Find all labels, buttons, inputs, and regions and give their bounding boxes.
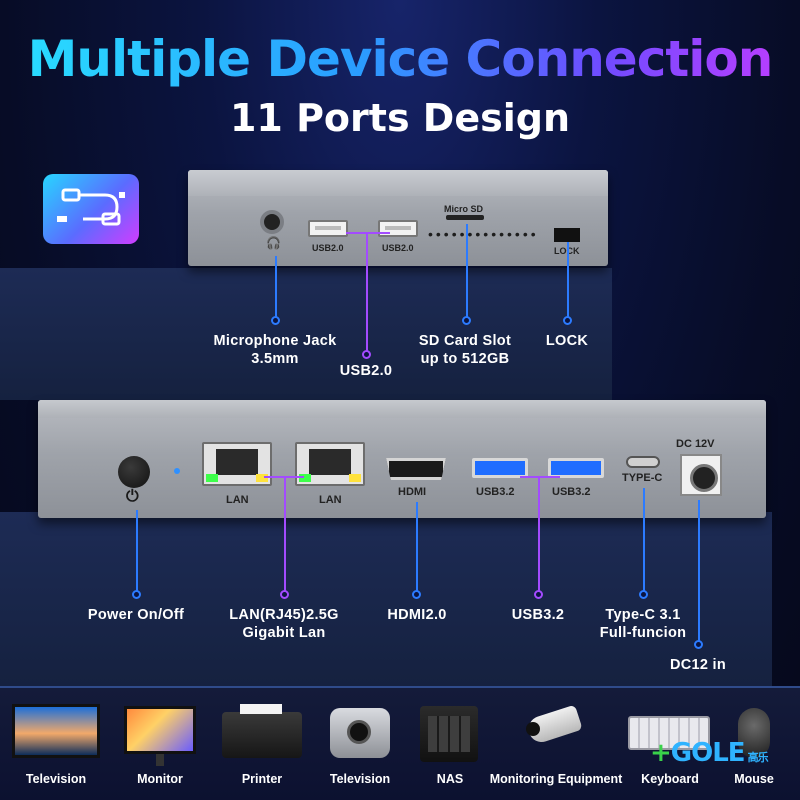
callout-dot-usb2	[362, 350, 371, 359]
brand-logo-text: GOLE	[670, 738, 746, 768]
vent-dots: ••••••••••••••	[428, 226, 539, 242]
callout-usb3: USB3.2	[511, 607, 565, 623]
nas-bays	[428, 716, 470, 752]
mouse-icon	[738, 708, 770, 758]
callout-sd-line1: SD Card Slot	[418, 333, 512, 349]
background-band-middle	[0, 512, 772, 688]
callout-sd-card: SD Card Slot up to 512GB	[400, 332, 530, 368]
keyboard-icon	[628, 716, 710, 750]
sd-slot-label: Micro SD	[444, 204, 484, 214]
device-label-monitor: Monitor	[137, 772, 183, 786]
callout-typec-line1: Type-C 3.1	[605, 607, 681, 623]
callout-dot-typec	[639, 590, 648, 599]
callout-dot-lan	[280, 590, 289, 599]
power-icon: ⏻	[126, 488, 139, 505]
callout-dot-hdmi	[412, 590, 421, 599]
lan-port-b	[295, 442, 365, 486]
dc-power-jack	[680, 454, 722, 496]
callout-line-lan	[284, 476, 286, 594]
device-label-television: Television	[25, 772, 87, 786]
page-subtitle: 11 Ports Design	[229, 96, 571, 140]
monitor-icon	[124, 706, 196, 754]
callout-hline-usb3	[520, 476, 560, 478]
callout-mic-line1: Microphone Jack	[213, 333, 337, 349]
lock-label: LOCK	[554, 246, 580, 256]
dc-label: DC 12V	[676, 438, 715, 450]
callout-sd-line2: up to 512GB	[420, 351, 510, 367]
callout-line-lock	[567, 242, 569, 320]
callout-hline-usb2	[346, 232, 390, 234]
callout-dot-sd	[462, 316, 471, 325]
usb3-port-b-label: USB3.2	[552, 486, 591, 498]
callout-line-sd	[466, 224, 468, 320]
background-band-top	[0, 268, 612, 400]
callout-dot-usb3	[534, 590, 543, 599]
callout-lan: LAN(RJ45)2.5G Gigabit Lan	[222, 606, 346, 642]
callout-dc: DC12 in	[669, 657, 727, 673]
power-led	[174, 468, 180, 474]
callout-power: Power On/Off	[87, 607, 185, 623]
usb2-port-b	[378, 220, 418, 237]
device-label-keyboard: Keyboard	[641, 772, 699, 786]
callout-microphone-jack: Microphone Jack 3.5mm	[205, 332, 345, 368]
brand-logo-cjk: 高乐	[747, 751, 769, 764]
callout-lock: LOCK	[545, 333, 589, 349]
device-front-panel: ⏻ LAN LAN HDMI USB3.2 USB3.2 TYPE-C DC 1…	[38, 400, 766, 518]
camera-lens	[526, 722, 540, 736]
usb2-port-a-label: USB2.0	[312, 243, 344, 253]
microphone-jack	[260, 210, 284, 234]
callout-hdmi: HDMI2.0	[387, 607, 447, 623]
device-label-television-2: Television	[329, 772, 391, 786]
usb3-port-b	[548, 458, 604, 478]
device-label-nas: NAS	[436, 772, 464, 786]
callout-mic-line2: 3.5mm	[251, 351, 299, 367]
callout-usb2: USB2.0	[339, 363, 393, 379]
device-label-mouse: Mouse	[734, 772, 774, 786]
callout-lan-line2: Gigabit Lan	[242, 625, 326, 641]
device-top-panel: 🎧 USB2.0 USB2.0 Micro SD •••••••••••••• …	[188, 170, 608, 266]
lan-port-a	[202, 442, 272, 486]
callout-line-hdmi	[416, 502, 418, 594]
usb3-port-a	[472, 458, 528, 478]
projector-lens	[347, 720, 371, 744]
callout-dot-mic	[271, 316, 280, 325]
callout-dot-power	[132, 590, 141, 599]
callout-line-usb3	[538, 476, 540, 594]
printer-icon	[222, 712, 302, 758]
usb-cable-icon	[43, 174, 139, 244]
page-title: Multiple Device Connection	[0, 30, 800, 88]
callout-lan-line1: LAN(RJ45)2.5G	[229, 607, 339, 623]
callout-line-mic	[275, 256, 277, 320]
hdmi-label: HDMI	[398, 486, 427, 498]
device-label-printer: Printer	[241, 772, 283, 786]
lan-port-b-label: LAN	[319, 494, 342, 506]
callout-hline-lan	[264, 476, 304, 478]
sd-card-slot	[446, 215, 484, 220]
headphone-icon: 🎧	[266, 236, 281, 250]
usb3-port-a-label: USB3.2	[476, 486, 515, 498]
callout-line-typec	[643, 488, 645, 594]
power-button	[118, 456, 150, 488]
device-label-monitoring-equipment: Monitoring Equipment	[489, 772, 623, 786]
callout-dot-dc	[694, 640, 703, 649]
usb2-port-a	[308, 220, 348, 237]
printer-paper	[240, 704, 282, 714]
divider-line	[0, 686, 800, 688]
callout-line-power	[136, 510, 138, 594]
usb2-port-b-label: USB2.0	[382, 243, 414, 253]
callout-typec-line2: Full-funcion	[599, 625, 687, 641]
callout-typec: Type-C 3.1 Full-funcion	[588, 606, 698, 642]
typec-label: TYPE-C	[622, 472, 663, 484]
hdmi-port	[386, 458, 446, 480]
typec-port	[626, 456, 660, 468]
kensington-lock	[554, 228, 580, 242]
callout-line-dc	[698, 500, 700, 644]
callout-line-usb2	[366, 232, 368, 354]
brand-logo-prefix: +	[650, 738, 672, 768]
television-icon	[12, 704, 100, 758]
lan-port-a-label: LAN	[226, 494, 249, 506]
callout-dot-lock	[563, 316, 572, 325]
monitor-stand	[156, 754, 164, 766]
